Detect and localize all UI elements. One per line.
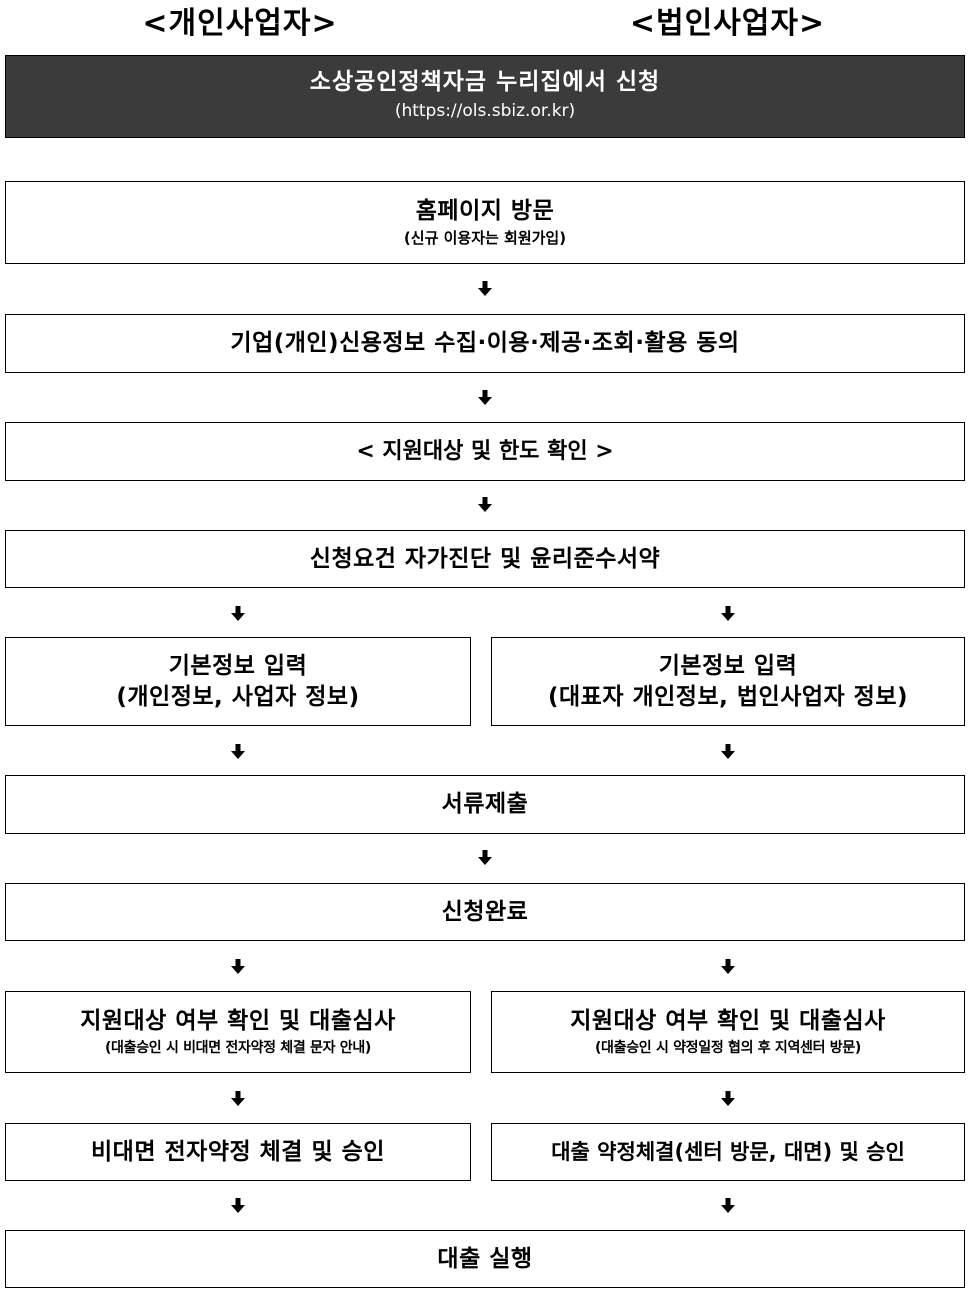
arrow-down-icon [721, 1091, 735, 1106]
arrow-down-icon [231, 1091, 245, 1106]
step-review-individual: 지원대상 여부 확인 및 대출심사 (대출승인 시 비대면 전자약정 체결 문자… [5, 991, 471, 1073]
step-visit-note: (신규 이용자는 회원가입) [403, 229, 567, 247]
step-visit-title: 홈페이지 방문 [415, 198, 555, 224]
banner-url: (https://ols.sbiz.or.kr) [394, 101, 576, 121]
review-individual-title: 지원대상 여부 확인 및 대출심사 [80, 1007, 396, 1034]
arrow-down-icon [231, 606, 245, 621]
banner-title: 소상공인정책자금 누리집에서 신청 [309, 69, 661, 95]
step-documents-title: 서류제출 [441, 791, 529, 817]
corporate-header: <법인사업자> [629, 6, 826, 41]
arrow-down-icon [231, 744, 245, 759]
step-complete-title: 신청완료 [441, 898, 529, 925]
step-credit-consent: 기업(개인)신용정보 수집·이용·제공·조회·활용 동의 [5, 314, 965, 373]
arrow-down-icon [478, 497, 492, 512]
step-contract-corporate: 대출 약정체결(센터 방문, 대면) 및 승인 [491, 1123, 965, 1181]
arrow-down-icon [721, 1198, 735, 1213]
step-submit-documents: 서류제출 [5, 775, 965, 834]
arrow-down-icon [721, 606, 735, 621]
step-execute-title: 대출 실행 [437, 1245, 533, 1272]
application-banner: 소상공인정책자금 누리집에서 신청 (https://ols.sbiz.or.k… [5, 55, 965, 138]
step-basic-info-individual: 기본정보 입력 (개인정보, 사업자 정보) [5, 637, 471, 726]
step-consent-title: 기업(개인)신용정보 수집·이용·제공·조회·활용 동의 [230, 330, 740, 356]
step-check-limit-title: < 지원대상 및 한도 확인 > [356, 438, 614, 464]
step-self-check-title: 신청요건 자가진단 및 윤리준수서약 [309, 545, 661, 572]
arrow-down-icon [721, 744, 735, 759]
arrow-down-icon [231, 959, 245, 974]
arrow-down-icon [478, 281, 492, 296]
review-corporate-title: 지원대상 여부 확인 및 대출심사 [570, 1007, 886, 1034]
basic-info-corporate-title: 기본정보 입력 [658, 652, 798, 679]
step-self-check: 신청요건 자가진단 및 윤리준수서약 [5, 530, 965, 588]
basic-info-corporate-note: (대표자 개인정보, 법인사업자 정보) [547, 683, 909, 710]
step-contract-individual: 비대면 전자약정 체결 및 승인 [5, 1123, 471, 1181]
step-basic-info-corporate: 기본정보 입력 (대표자 개인정보, 법인사업자 정보) [491, 637, 965, 726]
individual-header: <개인사업자> [142, 6, 338, 41]
review-individual-note: (대출승인 시 비대면 전자약정 체결 문자 안내) [104, 1039, 372, 1056]
arrow-down-icon [721, 959, 735, 974]
arrow-down-icon [231, 1198, 245, 1213]
basic-info-individual-title: 기본정보 입력 [168, 652, 308, 679]
basic-info-individual-note: (개인정보, 사업자 정보) [116, 683, 360, 710]
arrow-down-icon [478, 390, 492, 405]
step-visit-homepage: 홈페이지 방문 (신규 이용자는 회원가입) [5, 181, 965, 264]
step-check-limit: < 지원대상 및 한도 확인 > [5, 422, 965, 481]
contract-individual-title: 비대면 전자약정 체결 및 승인 [91, 1138, 385, 1165]
review-corporate-note: (대출승인 시 약정일정 협의 후 지역센터 방문) [594, 1039, 862, 1056]
step-loan-execution: 대출 실행 [5, 1230, 965, 1288]
step-review-corporate: 지원대상 여부 확인 및 대출심사 (대출승인 시 약정일정 협의 후 지역센터… [491, 991, 965, 1073]
contract-corporate-title: 대출 약정체결(센터 방문, 대면) 및 승인 [551, 1139, 905, 1164]
step-application-complete: 신청완료 [5, 883, 965, 941]
arrow-down-icon [478, 850, 492, 865]
